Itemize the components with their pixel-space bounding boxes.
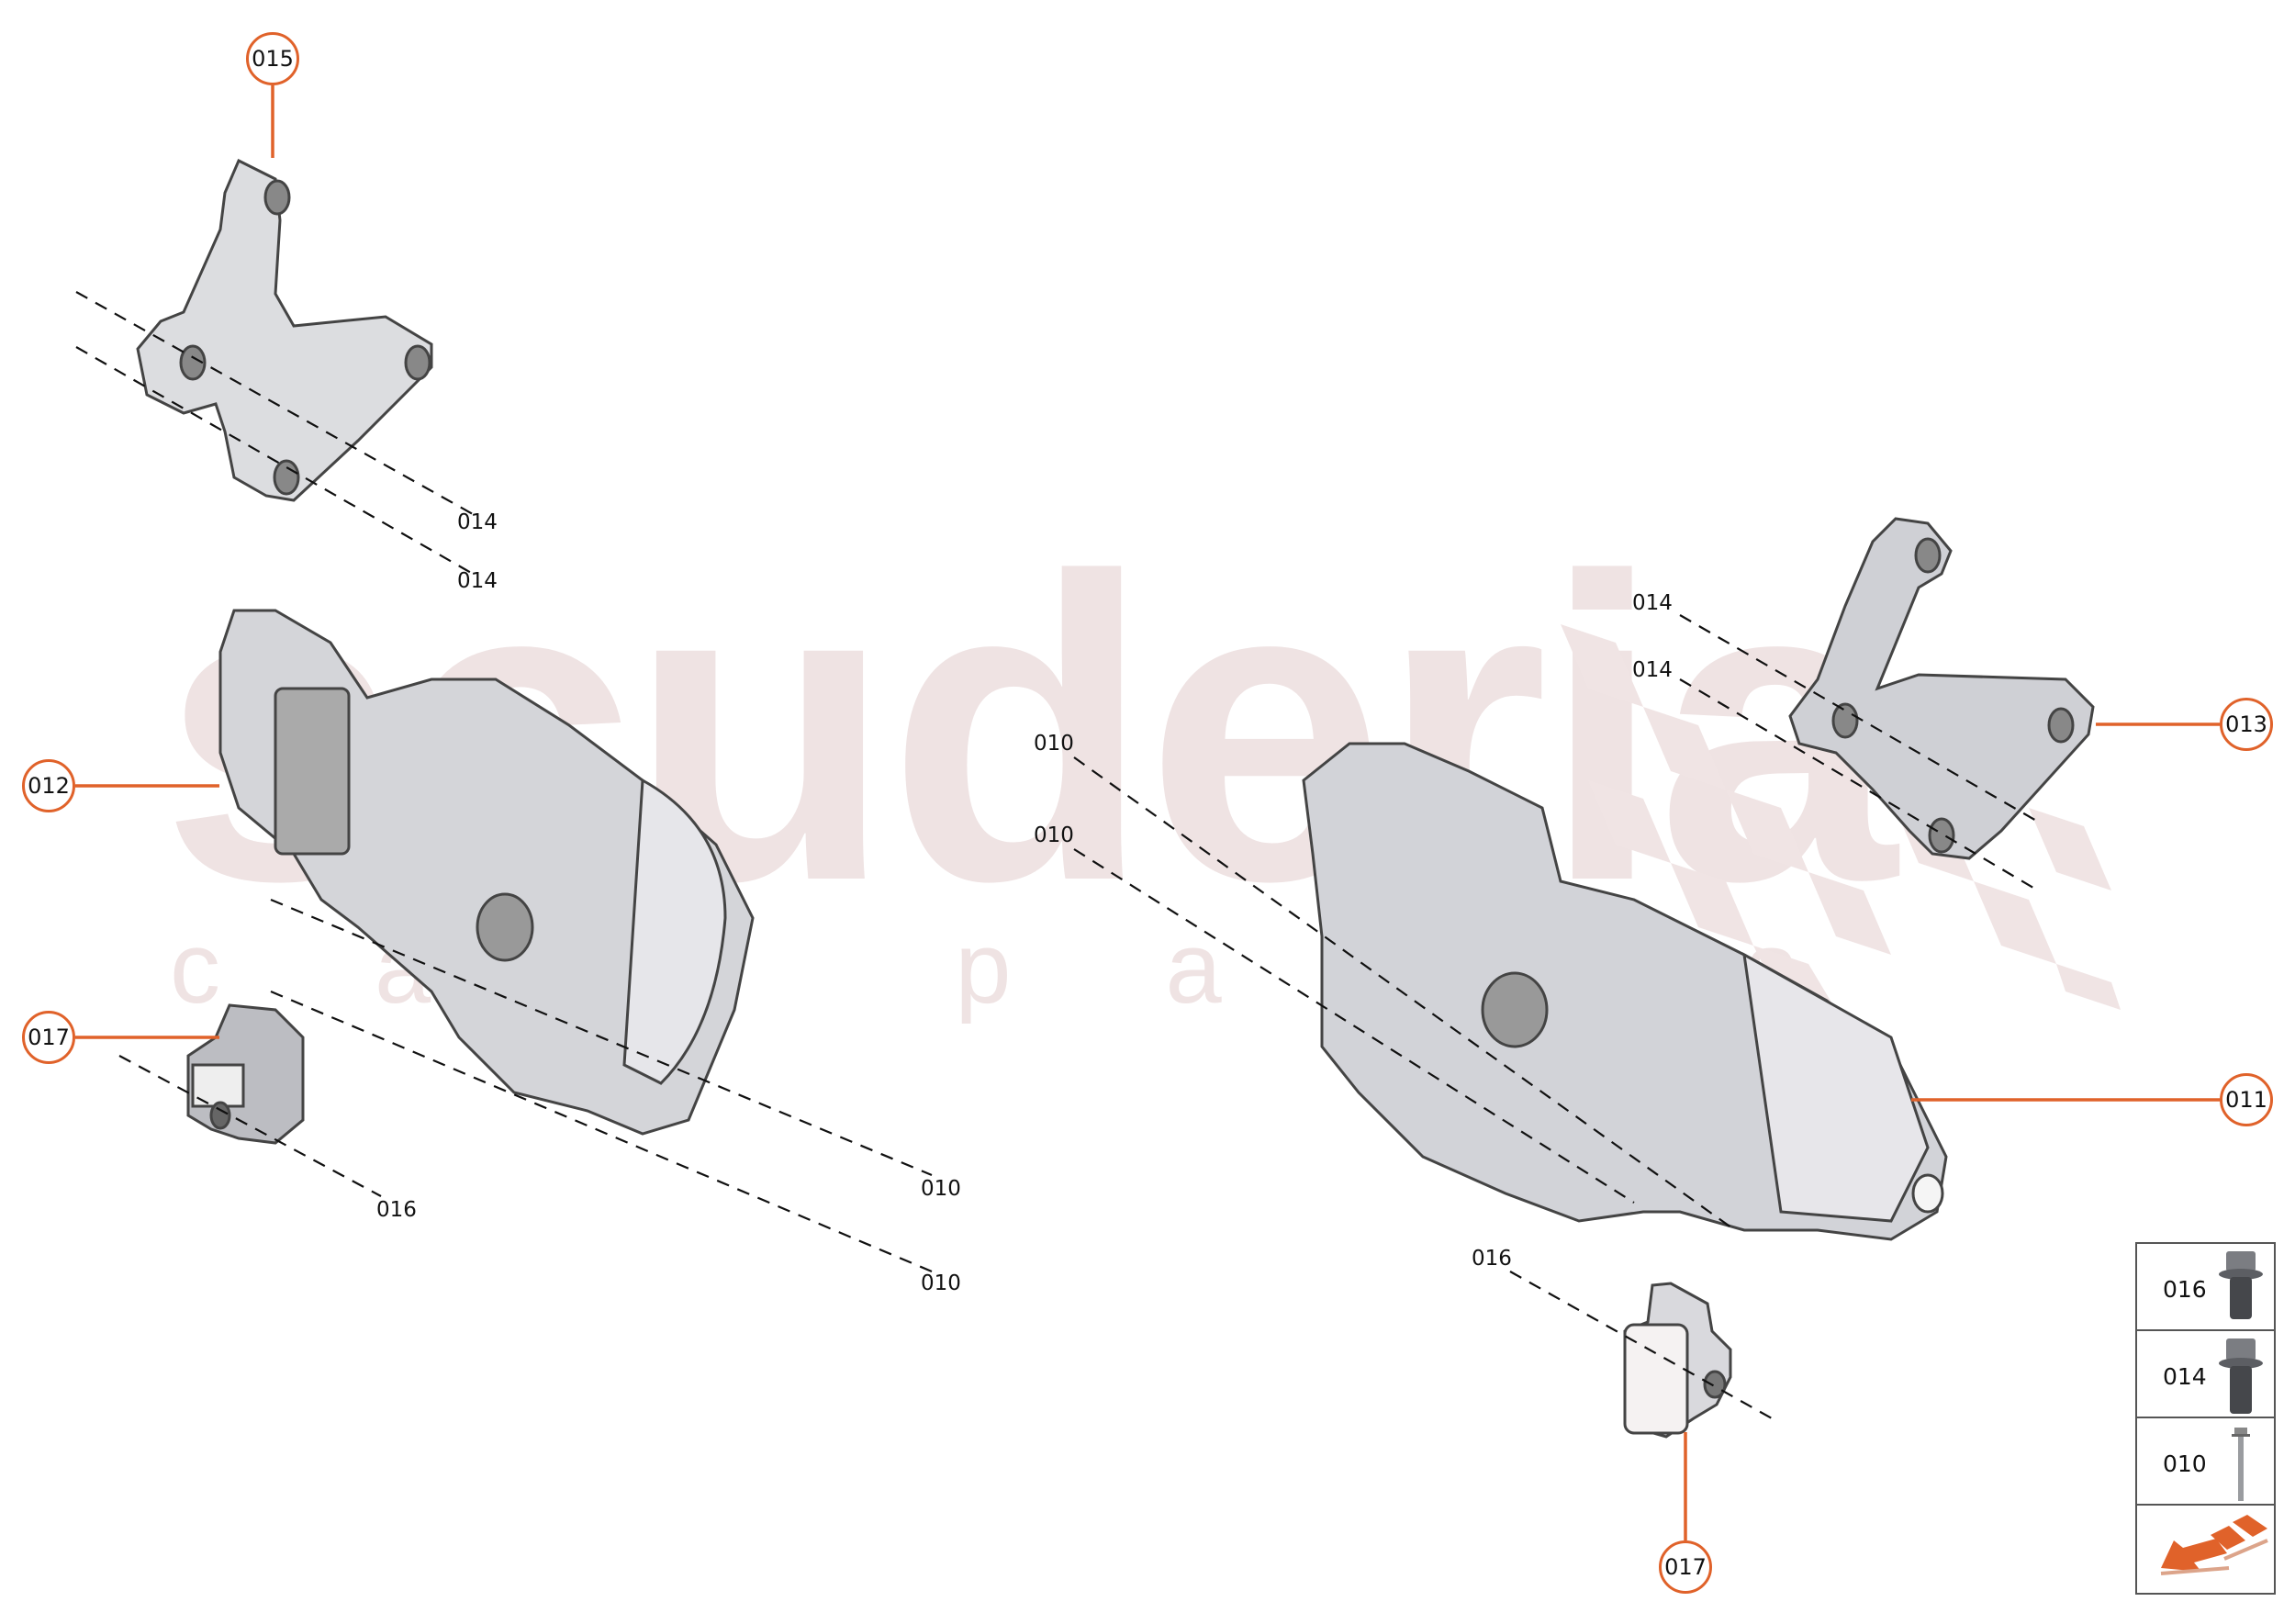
fastener-legend: 016 014 010	[2135, 1242, 2276, 1595]
long-bolt-icon	[2232, 1428, 2250, 1501]
legend-label: 014	[2163, 1363, 2207, 1390]
part-label-016[interactable]: 016	[1472, 1247, 1512, 1271]
part-label-014[interactable]: 014	[457, 510, 498, 534]
legend-direction	[2137, 1506, 2274, 1589]
legend-row-010[interactable]: 010	[2137, 1418, 2274, 1506]
callout-017-bottom[interactable]: 017	[1659, 1540, 1712, 1594]
callout-011[interactable]: 011	[2220, 1073, 2273, 1126]
legend-row-016[interactable]: 016	[2137, 1244, 2274, 1331]
part-label-014[interactable]: 014	[457, 569, 498, 593]
callout-017-left[interactable]: 017	[22, 1011, 75, 1064]
flange-bolt-long-icon	[2219, 1338, 2263, 1414]
actuator-012-drawing	[218, 609, 755, 1136]
legend-label: 010	[2163, 1450, 2207, 1477]
part-label-014[interactable]: 014	[1632, 591, 1673, 615]
sensor-017-left-drawing	[186, 1003, 305, 1145]
callout-015[interactable]: 015	[246, 32, 299, 85]
actuator-011-drawing	[1302, 742, 1948, 1241]
callout-013[interactable]: 013	[2220, 698, 2273, 751]
sensor-017-right-drawing	[1623, 1282, 1732, 1439]
dashed-leaders	[75, 291, 2039, 1419]
part-label-010[interactable]: 010	[921, 1271, 961, 1295]
part-label-010[interactable]: 010	[1034, 823, 1074, 847]
part-label-016[interactable]: 016	[376, 1198, 417, 1222]
legend-row-014[interactable]: 014	[2137, 1331, 2274, 1418]
bracket-015-drawing	[136, 158, 433, 502]
callout-012[interactable]: 012	[22, 759, 75, 812]
part-label-014[interactable]: 014	[1632, 658, 1673, 682]
callout-leaders	[75, 85, 2220, 1540]
legend-label: 016	[2163, 1276, 2207, 1303]
part-label-010[interactable]: 010	[921, 1177, 961, 1201]
flange-bolt-short-icon	[2219, 1251, 2263, 1319]
bracket-013-drawing	[1788, 517, 2095, 860]
direction-arrow-icon	[2160, 1515, 2268, 1575]
part-label-010[interactable]: 010	[1034, 732, 1074, 756]
